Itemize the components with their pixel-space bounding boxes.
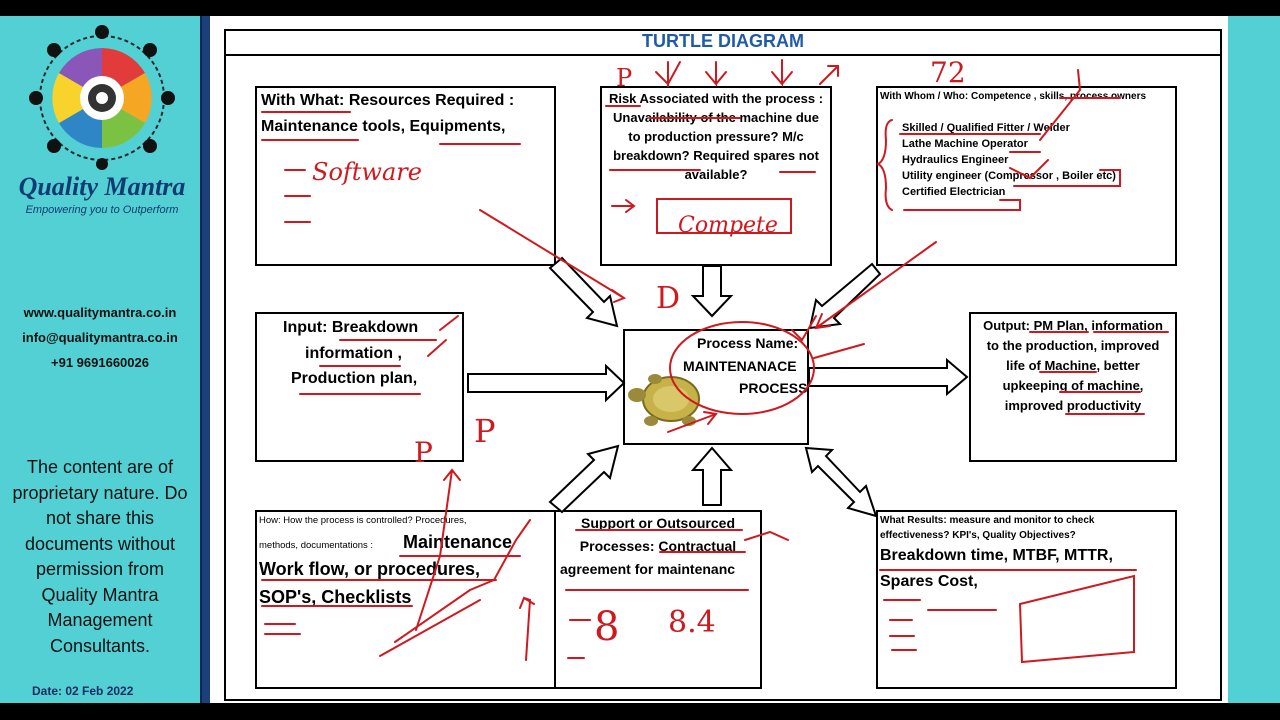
brand-name: Quality Mantra	[18, 172, 186, 201]
risk-line4: breakdown? Required spares not	[613, 148, 819, 163]
diagram-title: TURTLE DIAGRAM	[642, 31, 804, 51]
support-box: Support or Outsourced Processes: Contrac…	[554, 510, 762, 689]
support-line2: Processes: Contractual	[579, 538, 737, 554]
title-divider	[224, 54, 1222, 56]
with-whom-item: Utility engineer (Compressor , Boiler et…	[902, 170, 1116, 182]
with-what-box: With What: Resources Required : Maintena…	[255, 86, 556, 266]
diagram-frame	[224, 29, 1222, 701]
output-box: Output: PM Plan, information to the prod…	[969, 312, 1177, 462]
results-line3: Breakdown time, MTBF, MTTR,	[880, 547, 1113, 564]
how-box: How: How the process is controlled? Proc…	[255, 510, 556, 689]
email-text: info@qualitymantra.co.in	[22, 330, 178, 345]
risk-line5: available?	[684, 167, 748, 182]
output-line1: Output: PM Plan, information	[983, 318, 1163, 333]
with-what-line1: With What: Resources Required :	[261, 92, 515, 109]
how-line2b: Maintenance	[403, 532, 513, 552]
input-box: Input: Breakdown information , Productio…	[255, 312, 464, 462]
output-line5: improved productivity	[1004, 398, 1142, 413]
how-line4: SOP's, Checklists	[259, 587, 412, 607]
results-line4: Spares Cost,	[880, 573, 978, 590]
process-line3: PROCESS	[739, 380, 808, 396]
input-line3: Production plan,	[291, 370, 418, 387]
how-line1: How: How the process is controlled? Proc…	[259, 515, 467, 526]
input-line1: Input: Breakdown	[283, 319, 419, 336]
with-whom-item: Lathe Machine Operator	[902, 138, 1028, 150]
support-line3: agreement for maintenanc	[560, 561, 736, 577]
turtle-icon	[628, 374, 700, 426]
input-line2: information ,	[305, 345, 402, 362]
output-line4: upkeeping of machine,	[1002, 378, 1144, 393]
results-box: What Results: measure and monitor to che…	[876, 510, 1177, 689]
with-whom-item: Hydraulics Engineer	[902, 154, 1009, 166]
disclaimer-text: The content are of proprietary nature. D…	[12, 457, 188, 656]
output-line3: life of Machine, better	[1006, 358, 1140, 373]
phone-text: +91 9691660026	[51, 355, 149, 370]
risk-line3: to production pressure? M/c	[628, 129, 804, 144]
results-line2: effectiveness? KPI's, Quality Objectives…	[880, 530, 1076, 541]
risk-line2: Unavailability of the machine due	[613, 110, 819, 125]
bottom-letterbox	[0, 703, 1280, 720]
with-whom-item: Skilled / Qualified Fitter / Welder	[902, 122, 1070, 134]
risk-line1: Risk Associated with the process :	[608, 91, 824, 106]
with-what-line2: Maintenance tools, Equipments,	[261, 118, 506, 135]
process-line1: Process Name:	[697, 335, 799, 351]
brand-tagline: Empowering you to Outperform	[25, 204, 179, 216]
sidebar-divider	[200, 16, 212, 703]
results-line1: What Results: measure and monitor to che…	[880, 515, 1095, 526]
output-line2: to the production, improved	[986, 338, 1160, 353]
with-whom-box: With Whom / Who: Competence , skills, pr…	[876, 86, 1177, 266]
risk-box: Risk Associated with the process : Unava…	[600, 86, 832, 266]
with-whom-item: Certified Electrician	[902, 186, 1006, 198]
process-box: Process Name: MAINTENANACE PROCESS	[623, 329, 809, 445]
support-line1: Support or Outsourced	[581, 515, 735, 531]
with-whom-heading: With Whom / Who: Competence , skills, pr…	[880, 91, 1147, 102]
top-letterbox	[0, 0, 1280, 16]
right-margin-bar	[1228, 16, 1280, 703]
website-text: www.qualitymantra.co.in	[23, 305, 177, 320]
date-text: Date: 02 Feb 2022	[32, 684, 134, 698]
how-line3: Work flow, or procedures,	[259, 559, 481, 579]
how-line2a: methods, documentations :	[259, 540, 374, 551]
quality-mantra-logo	[22, 22, 182, 170]
